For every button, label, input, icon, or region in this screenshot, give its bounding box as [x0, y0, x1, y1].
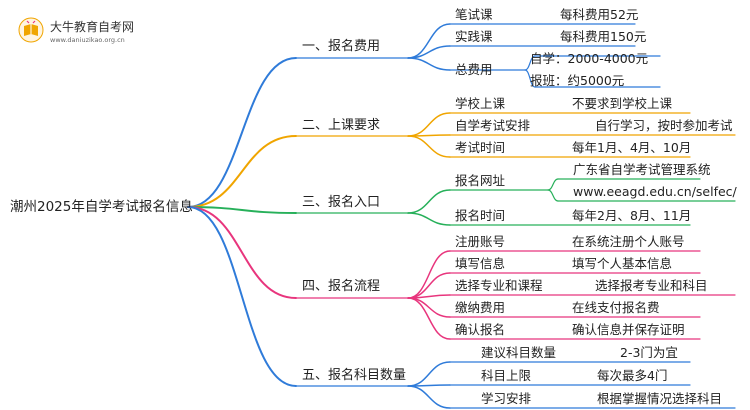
node-to-value-line	[547, 189, 559, 202]
node-value: 每科费用150元	[560, 29, 647, 44]
node-value: 2-3门为宜	[620, 345, 678, 360]
node-label: 学校上课	[455, 96, 506, 111]
branch-title: 三、报名入口	[302, 195, 381, 210]
node-label: 选择专业和课程	[455, 278, 543, 293]
logo: 大牛教育自考网 www.daniuzikao.org.cn	[18, 14, 150, 50]
logo-url: www.daniuzikao.org.cn	[50, 36, 125, 44]
branch-to-node-line	[407, 272, 451, 299]
node-value: 填写个人基本信息	[572, 256, 673, 271]
node-value: 在系统注册个人账号	[572, 234, 685, 249]
node-value: 根据掌握情况选择科目	[597, 391, 723, 406]
root-topic: 潮州2025年自学考试报名信息	[10, 199, 193, 215]
node-value: www.eeagd.edu.cn/selfec/	[573, 184, 737, 199]
node-to-value-line	[524, 69, 536, 88]
node-label: 确认报名	[455, 322, 506, 337]
node-value: 确认信息并保存证明	[572, 322, 685, 337]
node-label: 笔试课	[455, 7, 493, 22]
root-to-branch-line	[187, 206, 297, 214]
node-to-value-line	[547, 178, 559, 191]
root-to-branch-line	[187, 206, 297, 387]
branch-to-node-line	[407, 212, 451, 226]
node-label: 科目上限	[481, 368, 532, 383]
node-label: 实践课	[455, 29, 493, 44]
node-value: 自行学习，按时参加考试	[595, 118, 733, 133]
node-value: 广东省自学考试管理系统	[573, 162, 711, 177]
branch-to-node-line	[407, 23, 451, 59]
node-to-value-line	[524, 55, 536, 71]
node-label: 总费用	[455, 62, 493, 77]
node-label: 注册账号	[455, 234, 506, 249]
node-label: 自学考试安排	[455, 118, 531, 133]
node-value: 每次最多4门	[597, 368, 668, 383]
branch-to-node-line	[407, 361, 451, 387]
branch-to-node-line	[407, 189, 451, 214]
node-label: 考试时间	[455, 140, 506, 155]
node-value: 每科费用52元	[560, 7, 639, 22]
branch-to-node-line	[407, 57, 451, 71]
branch-to-node-line	[407, 112, 451, 137]
book-logo-icon	[18, 17, 44, 43]
root-to-branch-line	[187, 206, 297, 299]
node-label: 填写信息	[455, 256, 506, 271]
node-value: 每年1月、4月、10月	[572, 140, 692, 155]
branch-to-node-line	[407, 135, 451, 158]
root-to-branch-line	[187, 135, 297, 208]
node-value: 在线支付报名费	[572, 300, 660, 315]
node-value: 选择报考专业和科目	[595, 278, 708, 293]
logo-name: 大牛教育自考网	[50, 20, 135, 34]
branch-title: 五、报名科目数量	[302, 368, 407, 383]
node-label: 缴纳费用	[455, 300, 506, 315]
node-label: 报名网址	[455, 173, 506, 188]
node-value: 报班：约5000元	[530, 73, 625, 88]
node-value: 不要求到学校上课	[572, 96, 673, 111]
branch-title: 二、上课要求	[302, 118, 381, 133]
root-to-branch-line	[187, 57, 297, 208]
node-label: 建议科目数量	[481, 345, 557, 360]
branch-to-node-line	[407, 297, 451, 340]
node-label: 学习安排	[481, 391, 532, 406]
node-value: 自学：2000-4000元	[530, 51, 649, 66]
node-value: 每年2月、8月、11月	[572, 208, 692, 223]
branch-title: 四、报名流程	[302, 279, 381, 294]
branch-to-node-line	[407, 297, 451, 318]
branch-title: 一、报名费用	[302, 39, 381, 54]
branch-to-node-line	[407, 385, 451, 409]
node-label: 报名时间	[455, 208, 506, 223]
